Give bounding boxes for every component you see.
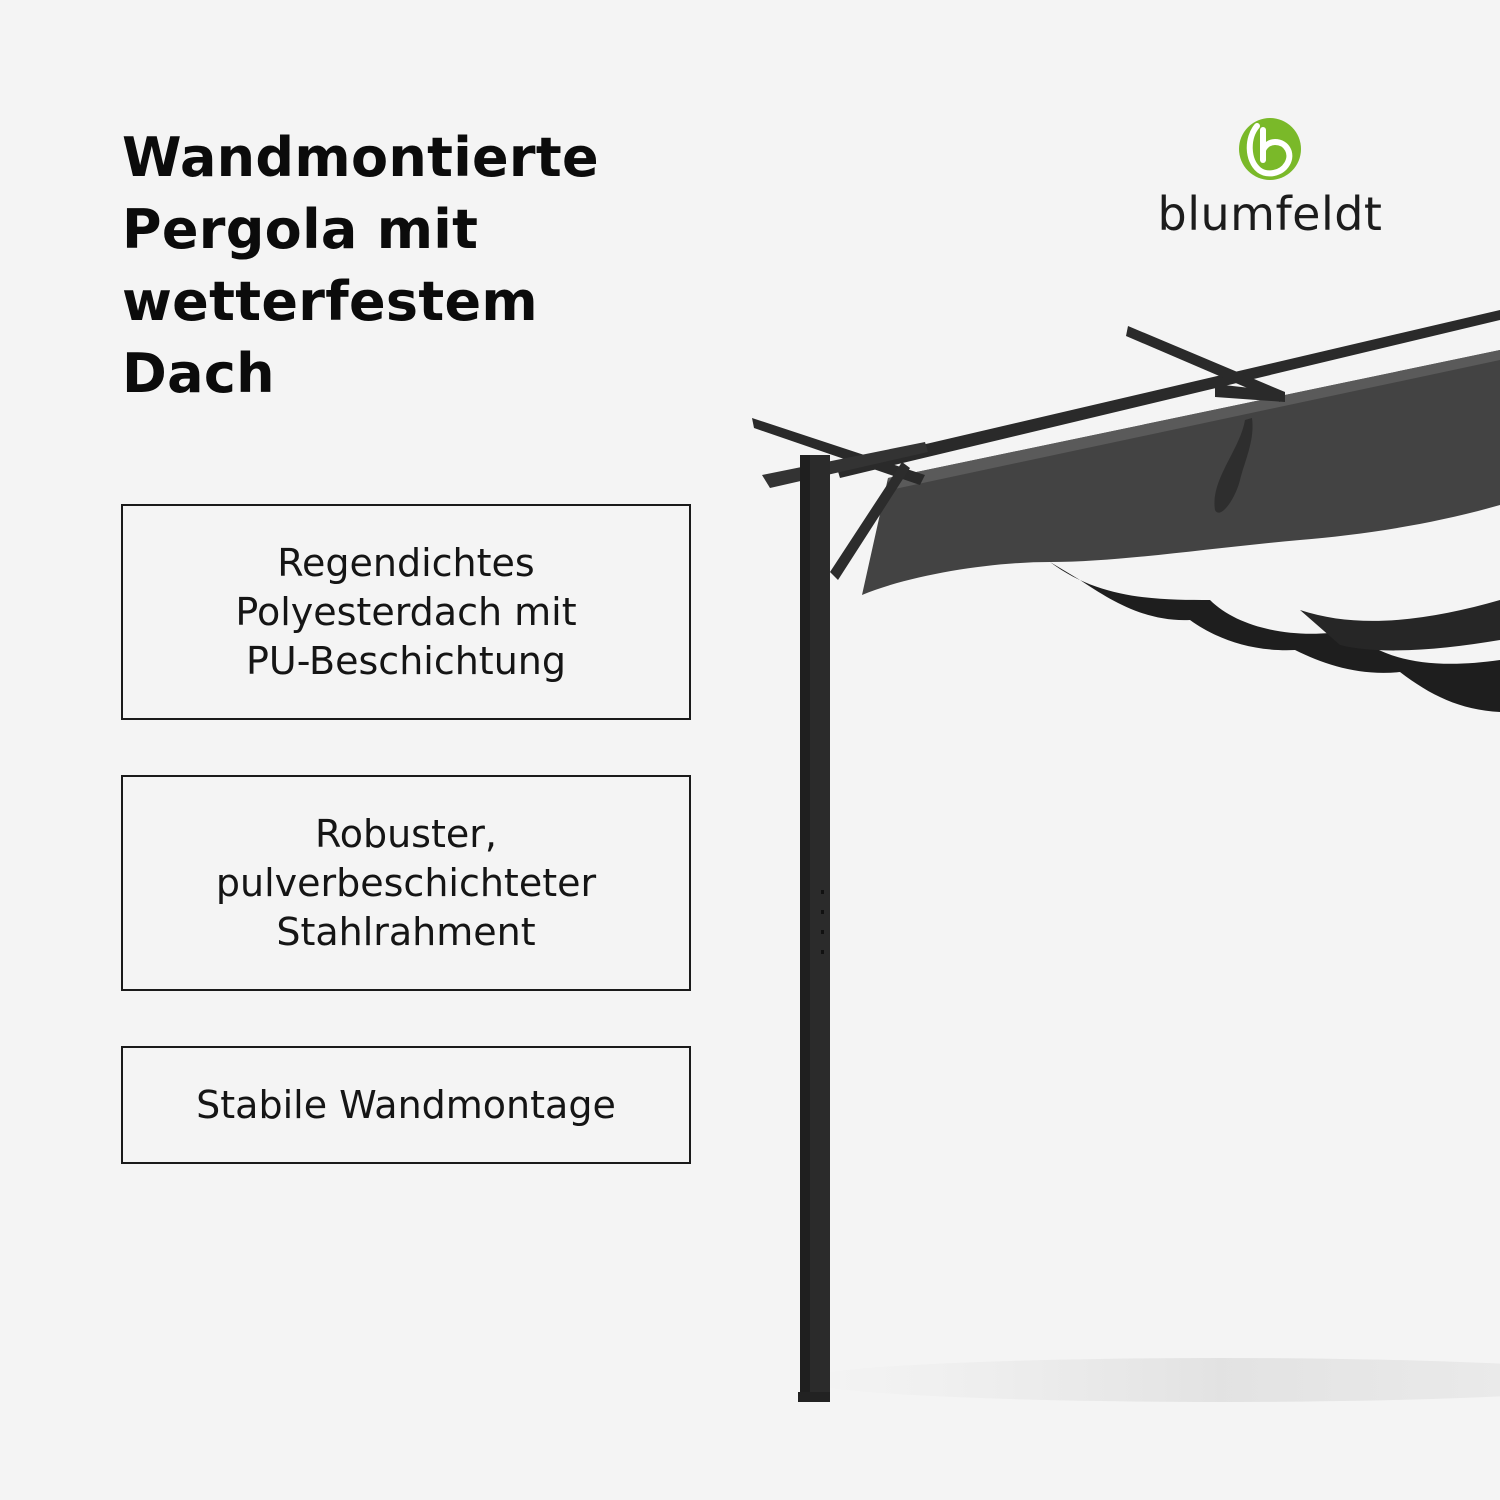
leaf-b-logo-icon [1239, 118, 1301, 180]
title-line: wetterfestem [122, 270, 538, 333]
feature-text: Robuster, pulverbeschichteter Stahlrahme… [216, 810, 596, 957]
feature-line: Stahlrahment [276, 909, 536, 954]
feature-text: Regendichtes Polyesterdach mit PU-Beschi… [235, 539, 576, 686]
feature-line: Regendichtes [277, 540, 535, 585]
title-line: Dach [122, 342, 275, 405]
feature-line: pulverbeschichteter [215, 860, 597, 905]
feature-line: Stabile Wandmontage [196, 1082, 616, 1127]
feature-line: Polyesterdach mit [235, 589, 577, 634]
title-line: Wandmontierte [122, 126, 599, 189]
feature-box-roof: Regendichtes Polyesterdach mit PU-Beschi… [121, 504, 691, 720]
feature-text: Stabile Wandmontage [196, 1081, 616, 1130]
brand-name: blumfeldt [1157, 187, 1383, 241]
pergola-product-image [752, 310, 1500, 1402]
feature-box-mounting: Stabile Wandmontage [121, 1046, 691, 1164]
brand-logo: blumfeldt [1150, 116, 1390, 246]
feature-line: PU-Beschichtung [245, 638, 566, 683]
feature-line: Robuster, [315, 811, 497, 856]
feature-box-frame: Robuster, pulverbeschichteter Stahlrahme… [121, 775, 691, 991]
title-line: Pergola mit [122, 198, 479, 261]
page-title: Wandmontierte Pergola mit wetterfestem D… [122, 122, 682, 410]
